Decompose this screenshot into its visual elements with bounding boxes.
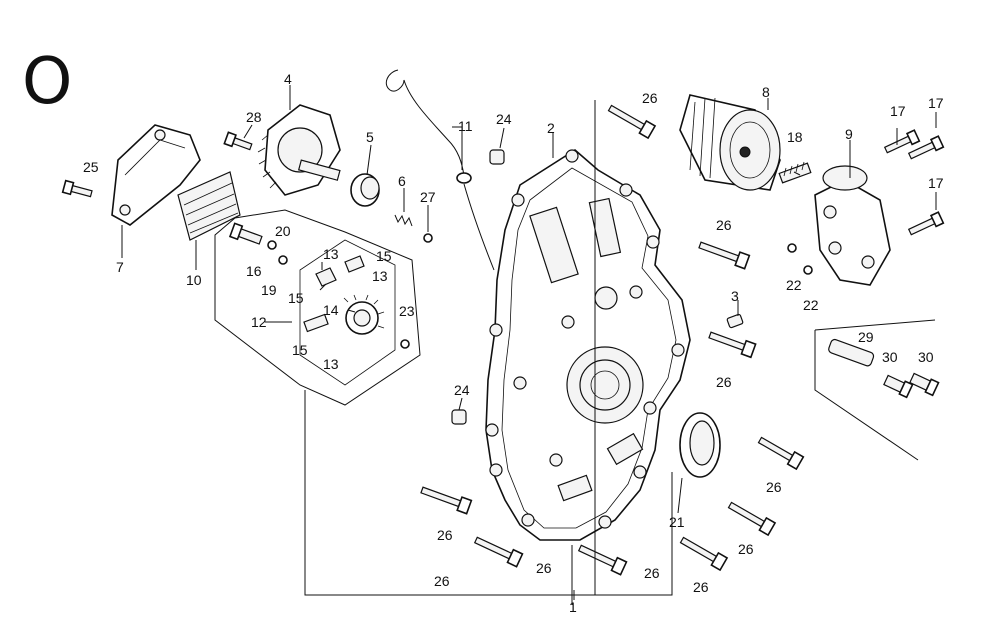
callout-26j: 26 bbox=[434, 573, 450, 589]
callout-3: 3 bbox=[731, 288, 739, 304]
callout-26d: 26 bbox=[766, 479, 782, 495]
callout-26f: 26 bbox=[693, 579, 709, 595]
dowel-pin bbox=[489, 149, 505, 165]
callout-15c: 15 bbox=[292, 342, 308, 358]
callout-4: 4 bbox=[284, 71, 292, 87]
washer bbox=[267, 240, 277, 250]
callout-26e: 26 bbox=[738, 541, 754, 557]
callout-6: 6 bbox=[398, 173, 406, 189]
callout-16: 16 bbox=[246, 263, 262, 279]
callout-13b: 13 bbox=[372, 268, 388, 284]
callout-27: 27 bbox=[420, 189, 436, 205]
washer bbox=[803, 265, 813, 275]
callout-26c: 26 bbox=[716, 374, 732, 390]
callout-22b: 22 bbox=[803, 297, 819, 313]
callout-19: 19 bbox=[261, 282, 277, 298]
oil-filter bbox=[679, 94, 781, 191]
callout-30a: 30 bbox=[882, 349, 898, 365]
callout-labels: 1 2 3 4 5 6 7 8 9 10 11 12 13 13 13 14 1… bbox=[83, 71, 944, 615]
callout-23: 23 bbox=[399, 303, 415, 319]
callout-26h: 26 bbox=[536, 560, 552, 576]
callout-8: 8 bbox=[762, 84, 770, 100]
callout-26a: 26 bbox=[642, 90, 658, 106]
callout-21: 21 bbox=[669, 514, 685, 530]
governor-inset-frame bbox=[214, 209, 421, 406]
callout-29: 29 bbox=[858, 329, 874, 345]
callout-17c: 17 bbox=[928, 175, 944, 191]
callout-22a: 22 bbox=[786, 277, 802, 293]
callout-28: 28 bbox=[246, 109, 262, 125]
callout-17a: 17 bbox=[890, 103, 906, 119]
callout-15a: 15 bbox=[376, 248, 392, 264]
dowel-pin bbox=[451, 409, 467, 425]
o-ring bbox=[423, 233, 433, 243]
callout-25: 25 bbox=[83, 159, 99, 175]
washer bbox=[787, 243, 797, 253]
callout-26g: 26 bbox=[644, 565, 660, 581]
washer bbox=[278, 255, 288, 265]
callout-13a: 13 bbox=[323, 246, 339, 262]
governor-gear bbox=[257, 104, 341, 196]
flange-bolts bbox=[420, 104, 805, 576]
callout-30b: 30 bbox=[918, 349, 934, 365]
callout-14: 14 bbox=[323, 302, 339, 318]
callout-1: 1 bbox=[569, 599, 577, 615]
oil-seal bbox=[679, 412, 721, 478]
callout-13c: 13 bbox=[323, 356, 339, 372]
callout-15b: 15 bbox=[288, 290, 304, 306]
governor-detail bbox=[299, 239, 396, 386]
spring bbox=[394, 214, 413, 227]
callout-9: 9 bbox=[845, 126, 853, 142]
callout-24a: 24 bbox=[496, 111, 512, 127]
callout-20: 20 bbox=[275, 223, 291, 239]
leader-lines bbox=[121, 85, 937, 600]
section-letter: O bbox=[22, 45, 72, 119]
callout-26i: 26 bbox=[437, 527, 453, 543]
callout-17b: 17 bbox=[928, 95, 944, 111]
callout-24b: 24 bbox=[454, 382, 470, 398]
callout-18: 18 bbox=[787, 129, 803, 145]
callout-5: 5 bbox=[366, 129, 374, 145]
detail-box-29-30 bbox=[814, 319, 940, 461]
callout-2: 2 bbox=[547, 120, 555, 136]
governor-collar bbox=[350, 173, 380, 207]
dipstick bbox=[385, 69, 495, 271]
crankcase-cover bbox=[485, 149, 691, 541]
callout-11: 11 bbox=[458, 118, 473, 134]
oil-strainer-screen bbox=[177, 171, 241, 241]
oil-filter-bracket bbox=[814, 165, 891, 286]
plug bbox=[726, 313, 744, 329]
callout-12: 12 bbox=[251, 314, 267, 330]
callout-26b: 26 bbox=[716, 217, 732, 233]
oil-pump-cover bbox=[111, 124, 201, 226]
small-bolts bbox=[61, 129, 945, 245]
assembly-bracket bbox=[304, 100, 673, 605]
callout-7: 7 bbox=[116, 259, 124, 275]
callout-10: 10 bbox=[186, 272, 202, 288]
washer bbox=[400, 339, 410, 349]
